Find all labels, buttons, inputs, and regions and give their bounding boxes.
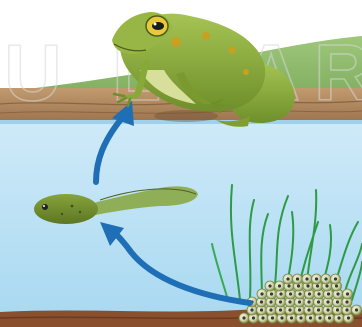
frog-egg-yolk — [290, 316, 293, 319]
frog-egg-yolk — [278, 284, 281, 287]
frog-egg-yolk — [271, 316, 274, 319]
frog-egg-yolk — [317, 300, 320, 303]
frog-egg-yolk — [279, 292, 282, 295]
frog-egg-yolk — [334, 277, 337, 280]
frog-egg-yolk — [326, 300, 329, 303]
frog-egg-yolk — [347, 316, 350, 319]
frog-egg-yolk — [317, 292, 320, 295]
frog-egg-yolk — [288, 300, 291, 303]
frog-egg-yolk — [336, 292, 339, 295]
frog-egg-yolk — [309, 316, 312, 319]
frog-egg-yolk — [316, 284, 319, 287]
frog-egg-yolk — [260, 292, 263, 295]
frog-egg-yolk — [298, 308, 301, 311]
frog-egg-yolk — [318, 316, 321, 319]
frog-egg-yolk — [337, 316, 340, 319]
frog-egg-yolk — [345, 300, 348, 303]
frog-egg-yolk — [328, 316, 331, 319]
frog-egg-yolk — [261, 316, 264, 319]
frog-egg-yolk — [288, 308, 291, 311]
frog-egg-yolk — [317, 308, 320, 311]
frog-egg-yolk — [296, 277, 299, 280]
frog-spot — [229, 47, 236, 54]
frog-egg-yolk — [326, 308, 329, 311]
frog-egg-yolk — [270, 292, 273, 295]
frog-egg-yolk — [260, 300, 263, 303]
frog-spot — [243, 69, 249, 75]
frog-eye-highlight — [154, 23, 157, 26]
frog-egg-yolk — [260, 308, 263, 311]
frog-egg-yolk — [298, 300, 301, 303]
frog-shadow — [154, 110, 218, 122]
frog-egg-yolk — [287, 284, 290, 287]
tadpole-eye — [42, 204, 48, 210]
frog-egg-yolk — [299, 316, 302, 319]
frog-egg-yolk — [306, 284, 309, 287]
frog-egg-yolk — [307, 300, 310, 303]
frog-egg-yolk — [307, 308, 310, 311]
frog-egg-yolk — [280, 316, 283, 319]
frog-egg-yolk — [336, 308, 339, 311]
frog-egg-yolk — [279, 308, 282, 311]
frog-egg-yolk — [298, 292, 301, 295]
frog-egg-yolk — [345, 308, 348, 311]
frog-egg-yolk — [327, 292, 330, 295]
frog-egg-yolk — [308, 292, 311, 295]
tadpole-eye-highlight — [43, 205, 45, 207]
frog-egg-yolk — [279, 300, 282, 303]
frog-egg-yolk — [297, 284, 300, 287]
frog-egg-yolk — [269, 308, 272, 311]
frog-egg-yolk — [252, 316, 255, 319]
frog-egg-yolk — [268, 284, 271, 287]
frog-egg-yolk — [324, 277, 327, 280]
frog-egg-yolk — [335, 284, 338, 287]
frog-egg-yolk — [315, 277, 318, 280]
frog-egg-yolk — [355, 308, 358, 311]
frog-egg-yolk — [336, 300, 339, 303]
frog-egg-yolk — [346, 292, 349, 295]
frog-egg-yolk — [286, 277, 289, 280]
frog-egg-yolk — [242, 316, 245, 319]
frog-spot — [202, 32, 210, 40]
frog-egg-yolk — [289, 292, 292, 295]
frog-egg-yolk — [250, 308, 253, 311]
frog-spot — [171, 37, 181, 47]
frog-egg-yolk — [269, 300, 272, 303]
frog-egg-yolk — [305, 277, 308, 280]
frog-egg-yolk — [325, 284, 328, 287]
